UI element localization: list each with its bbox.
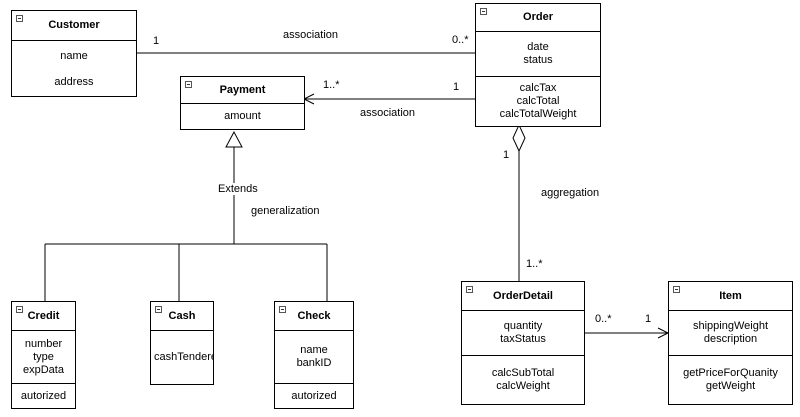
customer-multiplicity: 1	[153, 35, 160, 47]
attributes-section: name address	[12, 41, 136, 96]
collapse-icon[interactable]	[279, 306, 286, 313]
orderdetail-class-header: OrderDetail	[462, 282, 584, 311]
orderdetail-class[interactable]: OrderDetail quantity taxStatus calcSubTo…	[461, 281, 585, 405]
generalization-label: generalization	[251, 205, 320, 217]
order-multiplicity: 0..*	[452, 34, 469, 46]
operation: getPriceForQuanity	[683, 367, 778, 379]
class-name: Item	[719, 290, 742, 302]
class-name: Customer	[48, 19, 100, 31]
collapse-icon[interactable]	[480, 8, 487, 15]
customer-class[interactable]: Customer name address	[11, 10, 137, 97]
operation: calcTotal	[516, 95, 560, 107]
operation: calcTax	[519, 82, 557, 94]
item-class[interactable]: Item shippingWeight description getPrice…	[668, 281, 793, 405]
class-name: Order	[523, 11, 553, 23]
class-name: Check	[297, 310, 331, 322]
attribute: status	[523, 54, 553, 66]
attributes-section: date status	[476, 32, 600, 77]
operation: getWeight	[705, 380, 756, 392]
item-multiplicity: 1	[645, 313, 652, 325]
order-payment-multiplicity: 1	[453, 81, 460, 93]
attribute: taxStatus	[500, 333, 546, 345]
attribute: address	[54, 75, 94, 88]
operations-section: autorized	[275, 384, 353, 408]
attribute: type	[33, 350, 54, 363]
attribute: description	[703, 333, 758, 345]
credit-class-header: Credit	[12, 302, 75, 331]
attribute: quantity	[503, 320, 543, 332]
aggregation-label: aggregation	[541, 187, 600, 199]
operations-section: autorized	[12, 384, 75, 408]
operation: calcSubTotal	[491, 367, 555, 379]
customer-class-header: Customer	[12, 11, 136, 41]
attribute: amount	[224, 110, 261, 122]
attribute: name	[60, 49, 88, 62]
credit-class[interactable]: Credit number type expData autorized	[11, 301, 76, 409]
class-name: Payment	[219, 84, 266, 96]
attribute: expData	[23, 363, 64, 376]
attribute: date	[527, 41, 549, 53]
operations-section: getPriceForQuanity getWeight	[669, 356, 792, 404]
collapse-icon[interactable]	[155, 306, 162, 313]
operation: autorized	[291, 389, 337, 402]
attribute: name	[300, 344, 328, 356]
cash-class-header: Cash	[151, 302, 213, 331]
class-name: Credit	[27, 310, 60, 322]
attribute: shippingWeight	[692, 320, 768, 332]
attributes-section: amount	[181, 104, 304, 129]
aggregation-diamond	[512, 123, 526, 153]
order-payment-association-label: association	[360, 107, 416, 119]
extends-stereotype-label: Extends	[217, 183, 259, 195]
generalization-triangle	[225, 130, 243, 148]
aggregation-orderdetail-multiplicity: 1..*	[526, 258, 543, 270]
class-name: OrderDetail	[493, 290, 553, 302]
collapse-icon[interactable]	[16, 306, 23, 313]
item-class-header: Item	[669, 282, 792, 311]
operations-section: calcTax calcTotal calcTotalWeight	[476, 77, 600, 126]
operation: autorized	[20, 389, 67, 402]
payment-multiplicity: 1..*	[323, 79, 340, 91]
check-class-header: Check	[275, 302, 353, 331]
attributes-section: cashTendere	[151, 331, 213, 384]
collapse-icon[interactable]	[673, 286, 680, 293]
attribute: bankID	[296, 357, 332, 369]
collapse-icon[interactable]	[185, 81, 192, 88]
collapse-icon[interactable]	[466, 286, 473, 293]
attributes-section: shippingWeight description	[669, 311, 792, 356]
operations-section: calcSubTotal calcWeight	[462, 356, 584, 404]
cash-class[interactable]: Cash cashTendere	[150, 301, 214, 385]
attributes-section: quantity taxStatus	[462, 311, 584, 356]
attribute: cashTendere	[154, 351, 213, 363]
order-class[interactable]: Order date status calcTax calcTotal calc…	[475, 3, 601, 127]
attributes-section: number type expData	[12, 331, 75, 384]
aggregation-order-multiplicity: 1	[503, 149, 510, 161]
orderdetail-item-multiplicity: 0..*	[595, 313, 612, 325]
attribute: number	[24, 337, 63, 350]
attributes-section: name bankID	[275, 331, 353, 384]
order-class-header: Order	[476, 4, 600, 32]
check-class[interactable]: Check name bankID autorized	[274, 301, 354, 409]
payment-class-header: Payment	[181, 77, 304, 104]
operation: calcTotalWeight	[499, 108, 577, 120]
customer-order-association-label: association	[283, 29, 339, 41]
payment-class[interactable]: Payment amount	[180, 76, 305, 130]
collapse-icon[interactable]	[16, 15, 23, 22]
operation: calcWeight	[496, 380, 550, 392]
class-name: Cash	[168, 310, 196, 322]
